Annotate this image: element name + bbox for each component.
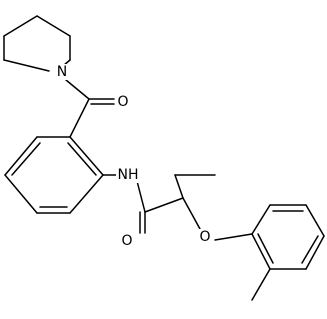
label-piperidine-n: N	[57, 64, 67, 80]
bond-n-carbonyl	[65, 79, 90, 100]
bond-methyl	[251, 268, 271, 301]
label-ether-o: O	[199, 229, 210, 245]
bond-ethyl-1	[174, 174, 184, 199]
bond-piperidine-2	[36, 15, 71, 37]
bond-ether-ring	[214, 233, 253, 241]
atom-ketone-o: O	[116, 94, 130, 110]
atom-piperidine-n: N	[55, 64, 69, 80]
bond-tolyl-3	[305, 204, 325, 237]
bond-alpha-ether	[182, 197, 201, 230]
bond-benzene-inner-1	[11, 142, 41, 176]
atom-amide-nh: NH	[116, 167, 140, 183]
bond-benzene-inner-3	[67, 142, 97, 176]
atom-amide-o: O	[120, 233, 134, 249]
bond-piperidine-1	[3, 15, 38, 37]
bond-tolyl-4	[305, 235, 325, 270]
bond-tolyl-1	[251, 204, 271, 235]
bond-tolyl-inner-2	[301, 235, 319, 264]
bond-benzene-6	[69, 136, 104, 176]
bond-piperidine-5	[3, 59, 50, 72]
label-ketone-o: O	[117, 94, 128, 110]
bonds	[3, 15, 325, 301]
atom-labels: N O NH O O	[55, 64, 212, 249]
atom-ether-o: O	[198, 229, 212, 245]
bond-amide-alpha	[144, 197, 184, 213]
bond-carbonyl-ring	[69, 98, 90, 138]
bond-benzene-3	[4, 174, 38, 214]
label-amide-o: O	[121, 233, 132, 249]
bond-benzene-2	[4, 136, 38, 176]
bond-nh-amide	[136, 180, 146, 213]
label-amide-nh: NH	[118, 167, 139, 183]
bond-tolyl-6	[251, 233, 271, 270]
bond-tolyl-inner-3	[257, 233, 274, 264]
bond-benzene-5	[69, 174, 104, 214]
